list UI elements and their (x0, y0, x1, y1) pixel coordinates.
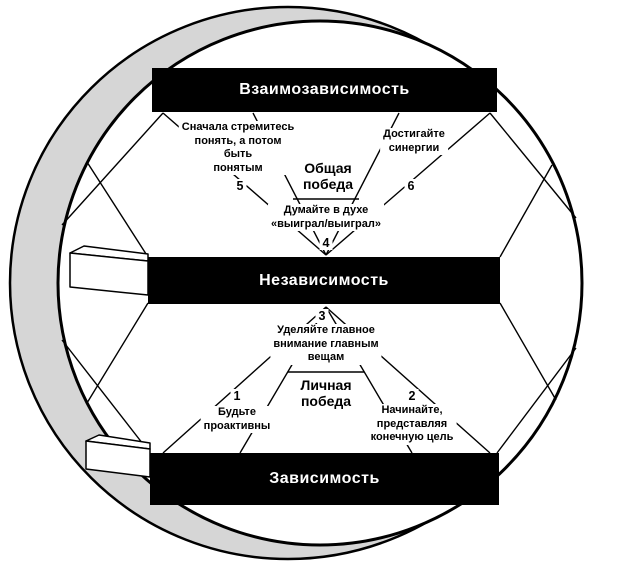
habit-1-number: 1 (230, 389, 244, 403)
connector-lower-right-down (499, 302, 557, 401)
habit-4-line: «выиграл/выиграл» (271, 217, 381, 230)
habit-6-number: 6 (404, 179, 418, 193)
connector-lower-left-down (86, 302, 149, 404)
habit-1-label: Будьте проактивны (200, 406, 274, 433)
habit-6-line: Достигайте (383, 128, 445, 140)
connector-upper-right-up (499, 164, 553, 258)
habit-6-label: Достигайте синергии (380, 128, 448, 155)
habit-3-number: 3 (315, 309, 329, 323)
level-bar-independence: Независимость (148, 257, 500, 304)
connector-lower-left-up (61, 339, 151, 454)
middle-slab-front-face (69, 252, 149, 296)
habit-3-label: Уделяйте главное внимание главным вещам (270, 324, 382, 365)
habit-3-line: Уделяйте главное (277, 324, 375, 336)
habit-5-line: быть (223, 148, 253, 160)
bottom-bar-3d-slab (85, 434, 151, 478)
habit-1-line: Будьте (218, 406, 256, 418)
public-victory-line: Общая (304, 160, 352, 176)
habit-5-line: Сначала стремитесь (181, 121, 295, 133)
habit-2-number: 2 (405, 389, 419, 403)
level-label-interdependence: Взаимозависимость (239, 81, 410, 98)
habit-1-line: проактивны (203, 419, 271, 432)
connector-upper-left-up (86, 161, 149, 258)
public-victory-label: Общая победа (299, 160, 357, 192)
habit-3-line: вещам (307, 351, 345, 363)
habit-5-label: Сначала стремитесь понять, а потом быть … (178, 121, 298, 175)
level-bar-dependence: Зависимость (150, 453, 499, 505)
connector-upper-left-down (61, 112, 164, 226)
private-victory-label: Личная победа (297, 377, 355, 409)
connector-lower-right-up (496, 347, 577, 454)
connector-upper-right-down (489, 112, 577, 219)
habit-3-line: внимание главным (273, 337, 379, 350)
habit-4-number: 4 (319, 236, 333, 250)
level-label-independence: Независимость (259, 271, 389, 289)
middle-bar-3d-slab (69, 245, 149, 296)
connector-lines (61, 112, 577, 454)
habit-4-line: Думайте в духе (283, 204, 369, 216)
level-bar-interdependence: Взаимозависимость (152, 68, 497, 112)
private-victory-line: Личная (300, 377, 352, 393)
habit-4-label: Думайте в духе «выиграл/выиграл» (268, 204, 384, 231)
habit-2-line: конечную цель (370, 431, 454, 443)
level-label-dependence: Зависимость (269, 470, 380, 487)
habit-5-line: понятым (213, 161, 263, 174)
habit-2-label: Начинайте, представляя конечную цель (367, 404, 457, 445)
habit-2-line: представляя (376, 417, 448, 430)
habit-5-number: 5 (233, 179, 247, 193)
habit-6-line: синергии (388, 141, 440, 154)
private-victory-line: победа (300, 393, 352, 409)
habit-5-line: понять, а потом (194, 134, 282, 147)
public-victory-line: победа (302, 176, 354, 192)
habit-2-line: Начинайте, (381, 404, 443, 416)
